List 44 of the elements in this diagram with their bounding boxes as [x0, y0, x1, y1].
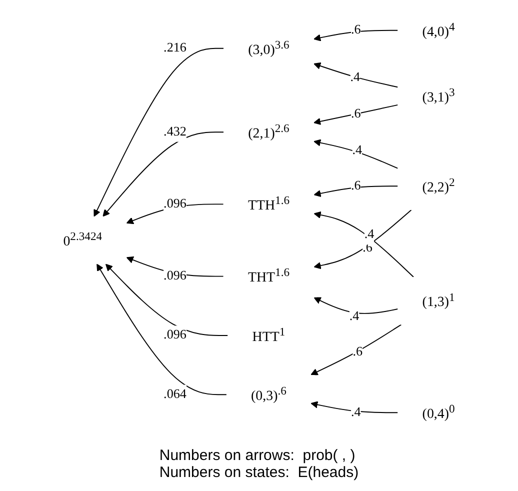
arrow: [314, 211, 414, 278]
node-text: THT$^{1.6}$: [248, 266, 290, 285]
note-text: Numbers on states: E(heads): [159, 464, 359, 481]
node-text: (3,0)$^{3.6}$: [248, 38, 290, 58]
arrow: [96, 264, 227, 396]
edge-label: .4: [364, 228, 374, 242]
arrow: [105, 264, 228, 336]
arrow: [94, 48, 224, 217]
edge-label: .096: [164, 268, 186, 283]
edge-label: .216: [164, 41, 186, 55]
node-text: (3,1)$^{3}$: [422, 86, 455, 105]
arrow: [310, 401, 398, 414]
arrow: [314, 30, 398, 42]
edge-label: .6: [351, 106, 361, 121]
node-text: (2,2)$^{2}$: [422, 176, 455, 195]
edge-label: .096: [164, 196, 186, 211]
edge-label: .4: [352, 143, 362, 158]
node-text: (0,4)$^{0}$: [422, 402, 455, 422]
note-text: Numbers on arrows: prob( , ): [159, 447, 356, 464]
arrow: [314, 210, 412, 270]
edge-label: .4: [350, 70, 360, 84]
edge-label: .064: [164, 387, 186, 402]
arrow: [126, 204, 224, 224]
node-text: (1,3)$^{1}$: [422, 290, 455, 310]
arrow: [314, 104, 398, 125]
edge-label: .096: [164, 328, 186, 342]
node-text: HTT$^{1}$: [252, 326, 286, 344]
arrow: [314, 62, 398, 88]
edge-label: .6: [351, 178, 361, 193]
edge-label: .6: [352, 345, 363, 359]
arrow: [102, 132, 224, 217]
edge-label: .6: [351, 23, 361, 37]
node-text: 0$^{2.3424}$: [63, 230, 102, 249]
node-text: (2,1)$^{2.6}$: [248, 122, 290, 141]
edge-label: .4: [349, 309, 360, 324]
node-text: (4,0)$^{4}$: [422, 20, 455, 40]
edge-label: .4: [351, 405, 361, 420]
node-text: TTH$^{1.6}$: [248, 194, 290, 213]
arrow: [314, 297, 398, 314]
edge-label: .432: [164, 124, 186, 139]
node-text: (0,3)$^{.6}$: [251, 384, 286, 404]
arrow: [310, 324, 402, 376]
arrow: [314, 139, 398, 169]
arrow: [314, 186, 398, 198]
